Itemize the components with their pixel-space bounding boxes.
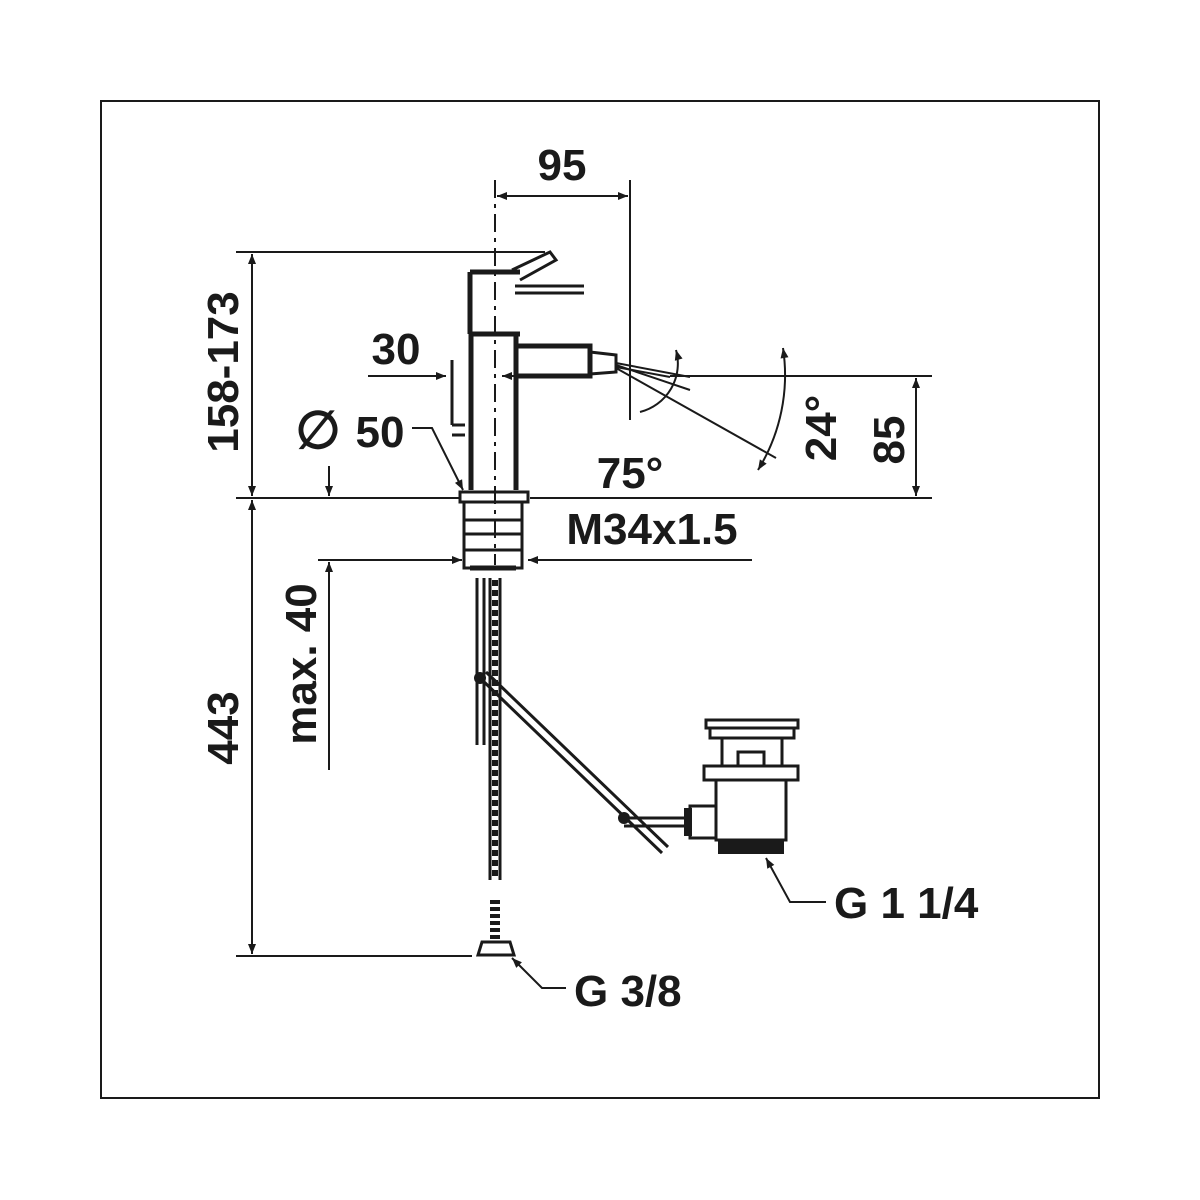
faucet-body [450, 250, 691, 957]
diameter-symbol: ∅ [295, 402, 340, 460]
waste-valve [684, 718, 800, 854]
waste-linkage [474, 670, 690, 855]
base-diameter-label: 50 [356, 408, 405, 457]
drawing-frame [100, 100, 1100, 1099]
outlet-height-label: 85 [865, 416, 914, 465]
base-diameter-dimension: ∅ 50 [295, 402, 464, 491]
hose-length-label: 443 [199, 691, 248, 764]
lever-offset-label: 30 [372, 325, 421, 374]
deck-thickness-label: max. 40 [277, 583, 326, 744]
supply-connection-callout: G 3/8 [511, 957, 682, 1016]
waste-connection-callout: G 1 1/4 [765, 857, 979, 928]
thread-label: M34x1.5 [566, 505, 737, 554]
swivel-angle-label: 24° [797, 395, 846, 462]
reach-label: 95 [538, 141, 587, 190]
supply-connection-label: G 3/8 [574, 967, 682, 1016]
deck-thickness-dimension: max. 40 [277, 466, 333, 770]
height-dimension: 158-173 [199, 251, 545, 499]
tilt-angle-label: 75° [597, 449, 664, 498]
lever-offset-dimension: 30 [368, 325, 528, 380]
spray-angles: 24° 75° [597, 347, 846, 498]
thread-dimension: M34x1.5 [318, 505, 752, 564]
outlet-height-dimension: 85 [530, 375, 932, 499]
hose-length-dimension: 443 [199, 500, 472, 957]
height-label: 158-173 [199, 291, 248, 452]
reach-dimension: 95 [494, 141, 631, 565]
waste-connection-label: G 1 1/4 [834, 879, 979, 928]
